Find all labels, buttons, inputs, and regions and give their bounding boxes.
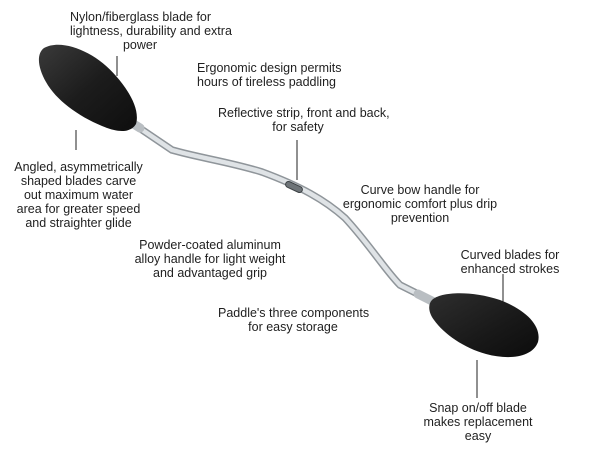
callout-line: Angled, asymmetrically [14, 160, 143, 174]
callout-line: for safety [272, 120, 324, 134]
callout-line: lightness, durability and extra [70, 24, 232, 38]
callout-line: Snap on/off blade [429, 401, 527, 415]
callout-line: easy [464, 429, 492, 443]
callout-curve-bow-handle: Curve bow handle for ergonomic comfort p… [335, 183, 505, 225]
callout-line: Paddle's three components [218, 306, 370, 320]
callout-blade-material: Nylon/fiberglass blade for lightness, du… [70, 10, 232, 52]
callout-reflective-strip: Reflective strip, front and back, for sa… [218, 106, 390, 134]
callout-line: and straighter glide [25, 216, 132, 230]
callout-line: out maximum water [23, 188, 134, 202]
callout-line: prevention [390, 211, 450, 225]
callout-line: makes replacement [423, 415, 533, 429]
callout-line: hours of tireless paddling [197, 75, 336, 89]
callout-line: enhanced strokes [460, 262, 560, 276]
lower-blade [429, 293, 539, 358]
callout-powder-coated: Powder-coated aluminum alloy handle for … [130, 238, 290, 280]
callout-line: shaped blades carve [20, 174, 137, 188]
callout-line: ergonomic comfort plus drip [342, 197, 498, 211]
callout-line: Curved blades for [460, 248, 560, 262]
callout-ergonomic-design: Ergonomic design permits hours of tirele… [197, 61, 342, 89]
upper-blade [38, 44, 137, 132]
callout-three-components: Paddle's three components for easy stora… [218, 306, 370, 334]
callout-angled-blades: Angled, asymmetrically shaped blades car… [6, 160, 151, 230]
callout-line: Powder-coated aluminum [139, 238, 281, 252]
callout-line: Ergonomic design permits [197, 61, 342, 75]
callout-line: Reflective strip, front and back, [218, 106, 390, 120]
callout-line: for easy storage [248, 320, 338, 334]
callout-line: area for greater speed [16, 202, 141, 216]
callout-snap-blade: Snap on/off blade makes replacement easy [423, 401, 533, 443]
callout-line: and advantaged grip [153, 266, 267, 280]
callout-line: Curve bow handle for [360, 183, 480, 197]
callout-curved-blades: Curved blades for enhanced strokes [455, 248, 565, 276]
callout-line: Nylon/fiberglass blade for [70, 10, 212, 24]
callout-line: alloy handle for light weight [134, 252, 286, 266]
paddle-shaft-highlight [132, 122, 433, 303]
callout-line: power [122, 38, 158, 52]
reflective-strip [285, 180, 303, 194]
